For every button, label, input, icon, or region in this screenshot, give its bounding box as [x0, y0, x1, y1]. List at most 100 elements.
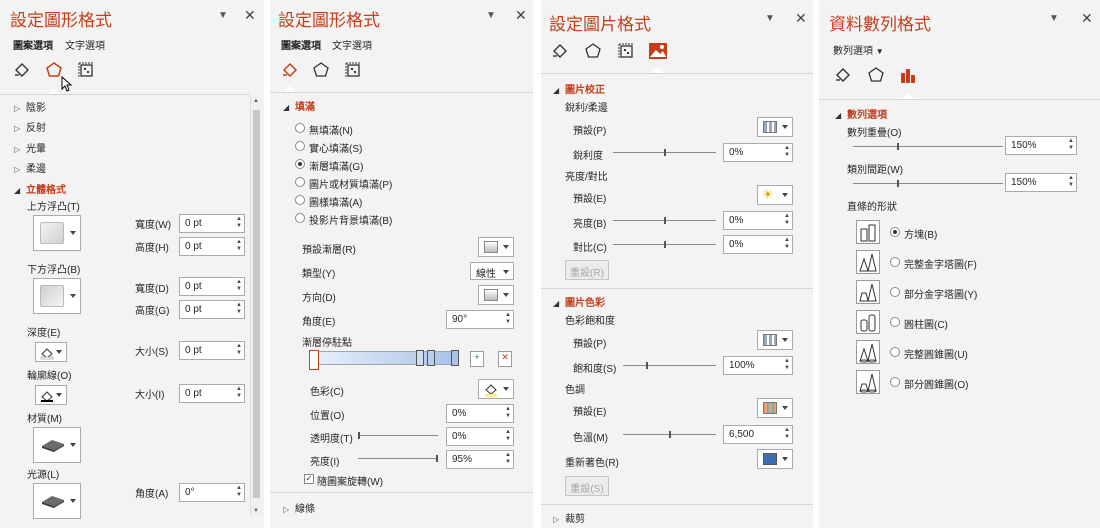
fill-line-icon[interactable]: [279, 60, 301, 80]
close-icon[interactable]: ✕: [244, 7, 256, 23]
type-select[interactable]: 線性: [470, 262, 514, 280]
recolor-dropdown[interactable]: [757, 449, 793, 469]
section-fill[interactable]: ◢填滿: [283, 102, 315, 113]
effects-icon[interactable]: [43, 60, 65, 80]
stop-color-dropdown[interactable]: [478, 379, 514, 399]
radio-no-fill[interactable]: [295, 123, 305, 133]
lighting-dropdown[interactable]: [33, 483, 81, 519]
sharpen-preset-dropdown[interactable]: [757, 117, 793, 137]
radio-full-pyramid[interactable]: [890, 257, 900, 267]
size-properties-icon[interactable]: [342, 60, 364, 80]
radio-partial-pyramid[interactable]: [890, 287, 900, 297]
series-options-dropdown[interactable]: 數列選項 ▼: [833, 46, 884, 57]
tab-shape-options[interactable]: 圖案選項: [281, 41, 321, 52]
scrollbar-thumb[interactable]: [253, 110, 260, 498]
contrast-slider[interactable]: [613, 241, 716, 248]
gradient-stops-bar[interactable]: [313, 351, 459, 365]
brightness-input[interactable]: 0%▲▼: [723, 211, 793, 230]
temperature-slider[interactable]: [623, 431, 716, 438]
gradient-stop-1[interactable]: [416, 350, 424, 366]
radio-partial-cone[interactable]: [890, 377, 900, 387]
top-bevel-dropdown[interactable]: [33, 215, 81, 251]
scrollbar[interactable]: ▲ ▼: [250, 96, 262, 516]
section-series-options[interactable]: ◢數列選項: [835, 110, 887, 121]
effects-icon[interactable]: [865, 65, 887, 85]
temperature-input[interactable]: 6,500▲▼: [723, 425, 793, 444]
depth-size-input[interactable]: 0 pt▲▼: [179, 341, 245, 360]
series-options-icon[interactable]: [897, 65, 919, 85]
picture-icon[interactable]: [647, 41, 669, 61]
gradient-stop-2[interactable]: [427, 350, 435, 366]
series-overlap-slider[interactable]: [853, 143, 1003, 150]
radio-full-cone[interactable]: [890, 347, 900, 357]
transparency-slider[interactable]: [358, 432, 438, 439]
tab-shape-options[interactable]: 圖案選項: [13, 41, 53, 52]
top-bevel-width-input[interactable]: 0 pt▲▼: [179, 214, 245, 233]
top-bevel-height-input[interactable]: 0 pt▲▼: [179, 237, 245, 256]
close-icon[interactable]: ✕: [795, 10, 807, 26]
brightness-slider[interactable]: [613, 217, 716, 224]
reset-corrections-button[interactable]: 重設(R): [565, 260, 609, 280]
rotate-with-shape-checkbox[interactable]: ✓: [304, 474, 314, 484]
close-icon[interactable]: ✕: [515, 7, 527, 23]
angle-input[interactable]: 90°▲▼: [446, 310, 514, 329]
contour-size-input[interactable]: 0 pt▲▼: [179, 384, 245, 403]
tone-preset-dropdown[interactable]: [757, 398, 793, 418]
radio-slide-bg-fill[interactable]: [295, 213, 305, 223]
bottom-bevel-dropdown[interactable]: [33, 278, 81, 314]
gap-width-input[interactable]: 150%▲▼: [1005, 173, 1077, 192]
section-glow[interactable]: ▷光暈: [14, 144, 46, 155]
gradient-stop-0[interactable]: [309, 350, 319, 370]
saturation-input[interactable]: 100%▲▼: [723, 356, 793, 375]
fill-line-icon[interactable]: [549, 41, 571, 61]
saturation-slider[interactable]: [623, 362, 716, 369]
section-soft-edges[interactable]: ▷柔邊: [14, 164, 46, 175]
pane-options-button[interactable]: ▼: [218, 10, 228, 21]
radio-solid-fill[interactable]: [295, 141, 305, 151]
pane-options-button[interactable]: ▼: [486, 10, 496, 21]
section-reflection[interactable]: ▷反射: [14, 123, 46, 134]
tab-text-options[interactable]: 文字選項: [65, 41, 105, 52]
bottom-bevel-height-input[interactable]: 0 pt▲▼: [179, 300, 245, 319]
section-3d-format[interactable]: ◢立體格式: [14, 185, 66, 196]
pane-options-button[interactable]: ▼: [1049, 13, 1059, 24]
lighting-angle-input[interactable]: 0°▲▼: [179, 483, 245, 502]
remove-stop-button[interactable]: ✕: [498, 351, 512, 367]
bottom-bevel-width-input[interactable]: 0 pt▲▼: [179, 277, 245, 296]
radio-picture-fill[interactable]: [295, 177, 305, 187]
gap-width-slider[interactable]: [853, 180, 1003, 187]
contrast-input[interactable]: 0%▲▼: [723, 235, 793, 254]
brightness-preset-dropdown[interactable]: ☀: [757, 185, 793, 205]
gradient-stop-3[interactable]: [451, 350, 459, 366]
section-picture-corrections[interactable]: ◢圖片校正: [553, 85, 605, 96]
size-properties-icon[interactable]: [615, 41, 637, 61]
tab-text-options[interactable]: 文字選項: [332, 41, 372, 52]
contour-color-dropdown[interactable]: [35, 385, 67, 405]
fill-line-icon[interactable]: [11, 60, 33, 80]
size-properties-icon[interactable]: [75, 60, 97, 80]
brightness-slider[interactable]: [358, 455, 438, 462]
effects-icon[interactable]: [582, 41, 604, 61]
preset-gradient-dropdown[interactable]: [478, 237, 514, 257]
add-stop-button[interactable]: +: [470, 351, 484, 367]
radio-box[interactable]: [890, 227, 900, 237]
close-icon[interactable]: ✕: [1081, 10, 1093, 26]
reset-color-button[interactable]: 重設(S): [565, 476, 609, 496]
fill-line-icon[interactable]: [832, 65, 854, 85]
series-overlap-input[interactable]: 150%▲▼: [1005, 136, 1077, 155]
saturation-preset-dropdown[interactable]: [757, 330, 793, 350]
depth-color-dropdown[interactable]: [35, 342, 67, 362]
position-input[interactable]: 0%▲▼: [446, 404, 514, 423]
pane-options-button[interactable]: ▼: [765, 13, 775, 24]
brightness-input[interactable]: 95%▲▼: [446, 450, 514, 469]
radio-pattern-fill[interactable]: [295, 195, 305, 205]
section-shadow[interactable]: ▷陰影: [14, 103, 46, 114]
material-dropdown[interactable]: [33, 427, 81, 463]
direction-dropdown[interactable]: [478, 285, 514, 305]
sharpness-input[interactable]: 0%▲▼: [723, 143, 793, 162]
section-crop[interactable]: ▷裁剪: [553, 514, 585, 525]
transparency-input[interactable]: 0%▲▼: [446, 427, 514, 446]
sharpness-slider[interactable]: [613, 149, 716, 156]
section-line[interactable]: ▷線條: [283, 504, 315, 515]
section-picture-color[interactable]: ◢圖片色彩: [553, 298, 605, 309]
